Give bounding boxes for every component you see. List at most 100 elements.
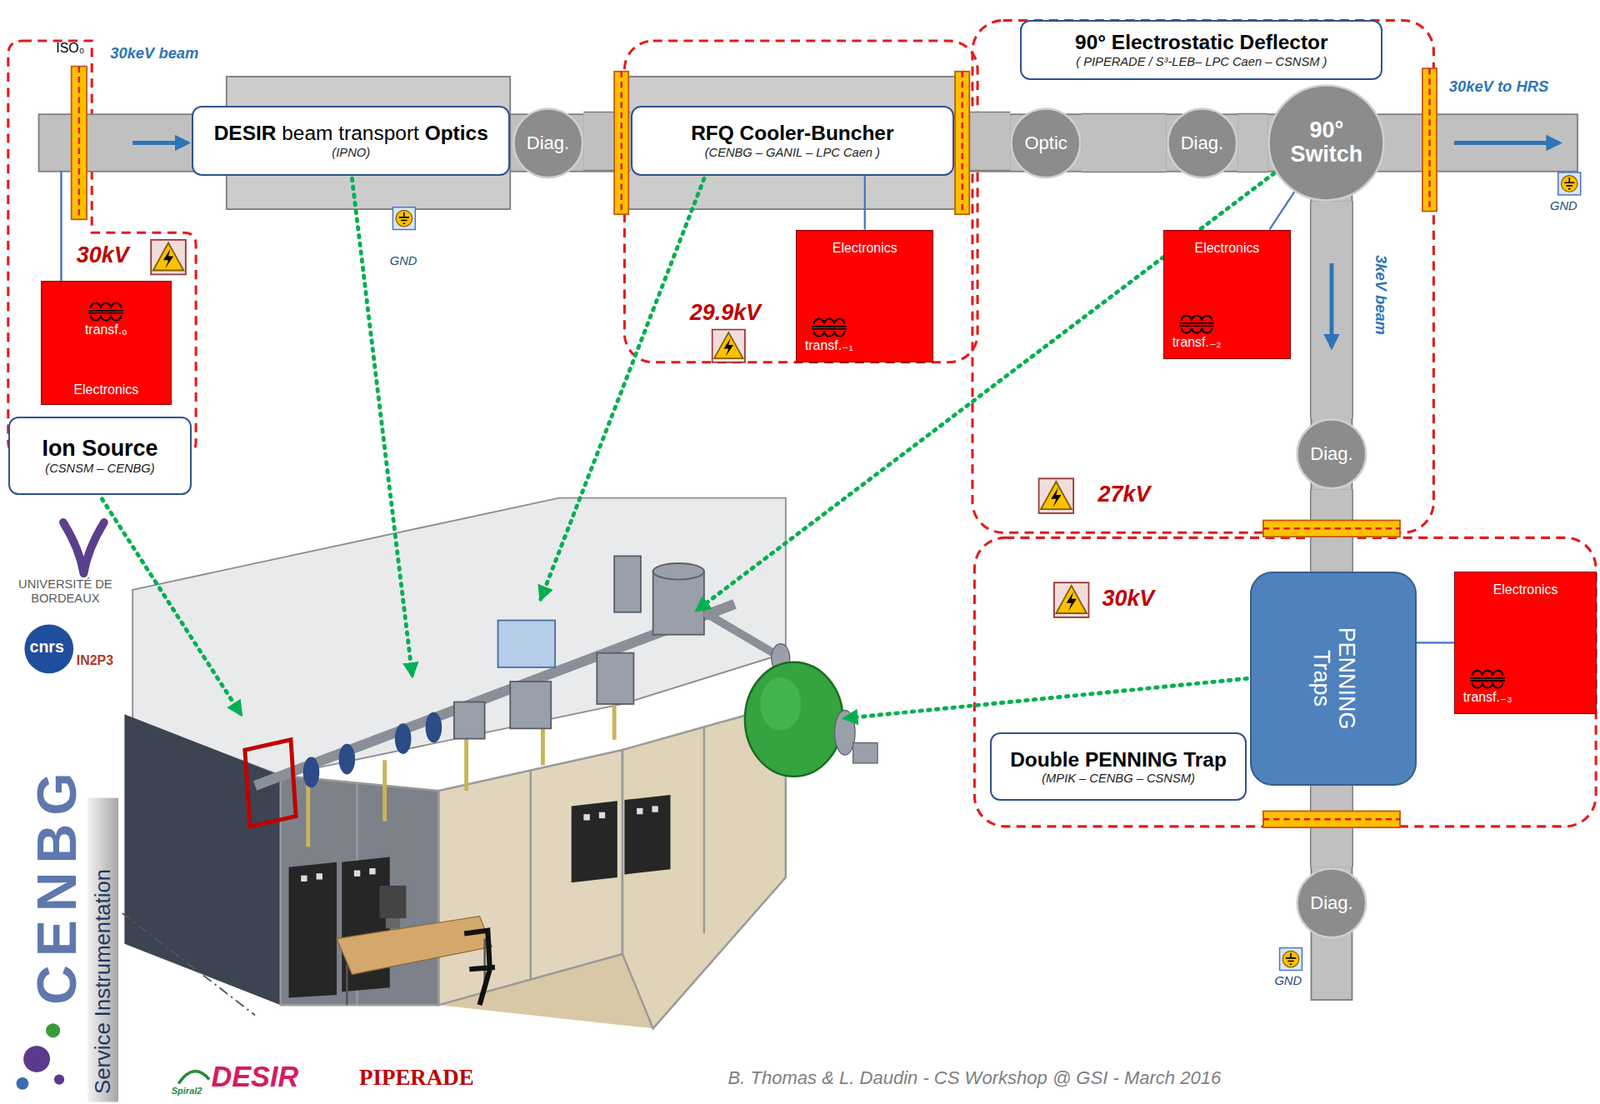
- pointer-arrow: [101, 168, 1280, 719]
- rfq-box: RFQ Cooler-Buncher(CENBG – GANIL – LPC C…: [630, 105, 955, 175]
- lab-render: [316, 873, 323, 880]
- transformer-symbol: [1179, 315, 1215, 334]
- lab-render: [395, 723, 412, 755]
- transformer-symbol: [1470, 670, 1505, 689]
- node-title: Diag.: [1180, 132, 1224, 154]
- lab-render: [596, 653, 634, 705]
- lab-render: [425, 712, 443, 744]
- wire-line: [864, 175, 866, 230]
- transformer-symbol: [1469, 667, 1506, 690]
- logo-text: UNIVERSITÉ DE BORDEAUX: [5, 577, 125, 606]
- node-title: Diag.: [1310, 892, 1353, 914]
- node-title: transf.₀: [85, 322, 128, 338]
- lab-render: [571, 800, 618, 883]
- lab-render: [498, 620, 556, 668]
- node-title: Electronics: [832, 240, 898, 256]
- beam-pipe-connector: [1081, 142, 1167, 144]
- pipe-outline: [1310, 201, 1354, 419]
- voltage-label: 29.9kV: [690, 300, 761, 326]
- node-title: Optic: [1024, 132, 1067, 154]
- lab-render: [382, 760, 387, 821]
- logo-text: CENBG: [30, 764, 84, 1005]
- transformer-symbol: [811, 318, 847, 336]
- ground-symbol: [1280, 948, 1303, 971]
- voltage-zone: [8, 40, 196, 455]
- flange: [614, 71, 629, 215]
- wire-line: [1269, 191, 1295, 230]
- lab-render: [745, 662, 844, 777]
- beam-pipe-connector: [1237, 142, 1268, 144]
- node-title: RFQ Cooler-Buncher: [690, 121, 894, 145]
- pipe-body: [1237, 114, 1268, 172]
- lab-render: [583, 814, 590, 820]
- flange-boundary: [78, 66, 80, 220]
- lab-render: [853, 742, 878, 763]
- beam-energy: 30keV to HRS: [1449, 77, 1549, 95]
- flange-boundary: [1263, 818, 1400, 820]
- supply-wire: [864, 175, 865, 230]
- flange: [1422, 68, 1437, 211]
- node-subtitle: ( PIPERADE / S³-LEB– LPC Caen – CSNSM ): [1075, 55, 1327, 70]
- optic-circle: Optic: [1010, 107, 1082, 180]
- diagnostic-circle: Diag.: [1166, 107, 1239, 180]
- logo-graphic: [16, 522, 210, 1103]
- logo-graphic: [16, 1077, 30, 1090]
- lab-render: [599, 812, 605, 819]
- node-title: 90° Switch: [1279, 118, 1375, 168]
- lab-render: [245, 740, 296, 827]
- flange-boundary: [79, 66, 1430, 820]
- lab-render: [454, 555, 705, 739]
- logo-graphic: [178, 1071, 210, 1085]
- lab-render: [300, 875, 307, 882]
- logo-text: DESIR: [210, 1060, 299, 1094]
- logo-graphic: [54, 1074, 65, 1085]
- logo-text: cnrs: [30, 637, 65, 657]
- lab-render: [385, 918, 400, 929]
- beam-arrow: [1330, 263, 1335, 347]
- pipe-outline: [1237, 113, 1268, 174]
- pointer-arrow: [351, 178, 412, 675]
- logo-graphic: [23, 1045, 50, 1073]
- logo-graphic: [45, 1023, 60, 1038]
- high-voltage-icon: [1039, 478, 1075, 514]
- flange: [71, 66, 87, 220]
- beam-energy: 30keV beam: [110, 44, 199, 62]
- flange-boundary: [1428, 68, 1430, 211]
- flange-boundary: [1263, 527, 1400, 530]
- lab-render: [614, 555, 641, 612]
- ground-symbol: [392, 172, 1580, 971]
- node-subtitle: Electronics: [73, 382, 139, 398]
- lab-render: [339, 744, 356, 775]
- rack-group: Electronics: [73, 382, 139, 398]
- lab-render: [380, 885, 407, 919]
- high-voltage-icon: [712, 329, 745, 362]
- node-title: Electronics: [1493, 582, 1559, 598]
- lab-render: [510, 681, 551, 729]
- rack-group: Electronics: [1493, 582, 1559, 598]
- logo-graphic: [87, 798, 119, 1103]
- rack-group: transf.₋₁: [805, 315, 854, 354]
- node-title: Ion Source: [41, 435, 158, 462]
- circle-outline: [1167, 108, 1237, 178]
- supply-wire: [1269, 191, 1295, 230]
- supply-wire: [60, 171, 62, 281]
- high-voltage-icon: [150, 240, 1089, 618]
- lab-render: [530, 770, 532, 980]
- pipe-body: [1081, 114, 1167, 172]
- emphasis: Optics: [425, 121, 489, 145]
- pointer-arrow: [540, 178, 705, 599]
- slide-caption: B. Thomas & L. Daudin - CS Workshop @ GS…: [728, 1067, 1222, 1089]
- lab-render: [354, 870, 360, 877]
- circle-outline: [1011, 108, 1081, 178]
- lab-render: [760, 677, 801, 731]
- beam-arrow: [1454, 140, 1560, 145]
- ion-source-box: Ion Source(CSNSM – CENBG): [8, 416, 192, 495]
- lab-render: [369, 868, 375, 875]
- lab-render: [454, 702, 485, 740]
- node-subtitle: (MPIK – CENBG – CSNSM): [1041, 771, 1195, 786]
- node-title: Double PENNING Trap: [1010, 748, 1227, 772]
- rack-group: transf.₋₂: [1172, 312, 1222, 350]
- node-title: DESIR beam transport Optics: [214, 121, 489, 145]
- supply-wire: [60, 171, 62, 281]
- voltage-label: 30kV: [76, 242, 130, 269]
